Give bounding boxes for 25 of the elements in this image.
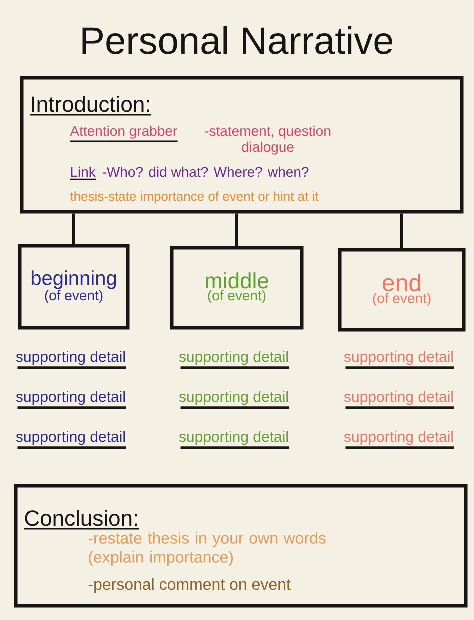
supporting-detail-text: supporting detail [179,351,288,366]
description-text: -personal comment on event [88,578,291,594]
supporting-detail-text: supporting detail [16,431,125,446]
supporting-detail-text: supporting detail [344,431,453,446]
connector-line [72,214,76,244]
description-text: -statement, question dialogue [205,126,330,155]
term-text: Attention grabber [70,126,178,139]
term-text: Link [71,166,96,177]
connector-line [400,214,404,248]
section-heading: Conclusion: [25,510,138,526]
event-box: beginning (of event) [18,244,130,330]
connector-line [236,214,238,246]
supporting-detail-text: supporting detail [16,351,125,366]
section-heading: Introduction: [32,96,150,112]
supporting-detail-text: supporting detail [344,351,453,366]
title: Personal Narrative [82,26,393,54]
supporting-detail-text: supporting detail [344,391,453,406]
description-text: -restate thesis in your own words (explain importance) [88,532,326,566]
supporting-detail-text: supporting detail [16,391,125,406]
event-box: middle (of event) [170,246,304,330]
supporting-detail-text: supporting detail [179,431,288,446]
supporting-detail-text: supporting detail [179,391,288,406]
event-box: end (of event) [338,248,466,332]
description-text: -Who? did what? Where? when? [102,166,309,178]
description-text: thesis-state importance of event or hint at it [70,192,319,204]
